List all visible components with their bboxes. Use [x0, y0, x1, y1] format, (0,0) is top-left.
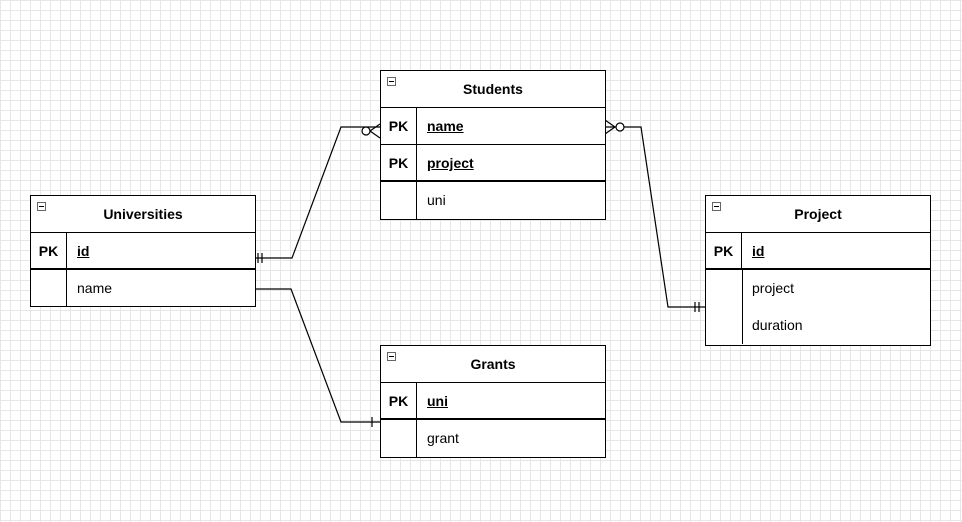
- field-name: project: [752, 280, 795, 296]
- table-row[interactable]: duration: [706, 307, 930, 344]
- entity-title: Grants: [470, 356, 516, 372]
- entity-universities[interactable]: Universities PK id name: [30, 195, 256, 307]
- field-name: name: [77, 280, 113, 296]
- entity-students[interactable]: Students PK name PK project uni: [380, 70, 606, 220]
- table-row[interactable]: grant: [381, 420, 605, 457]
- entity-header[interactable]: Students: [381, 71, 605, 108]
- table-row[interactable]: uni: [381, 182, 605, 219]
- pk-label: PK: [381, 383, 417, 418]
- pk-label: PK: [381, 145, 417, 180]
- collapse-minus-icon[interactable]: [712, 202, 721, 211]
- zero-mark: [615, 122, 625, 132]
- field-name: uni: [427, 192, 446, 208]
- table-row[interactable]: PK project: [381, 145, 605, 182]
- crowfoot-mark: [604, 126, 616, 135]
- table-row[interactable]: PK id: [31, 233, 255, 270]
- pk-label: [381, 182, 417, 219]
- entity-grants[interactable]: Grants PK uni grant: [380, 345, 606, 458]
- column-divider: [742, 270, 743, 344]
- crowfoot-mark: [369, 130, 381, 139]
- connector-universities-students[interactable]: [255, 123, 381, 263]
- pk-label: PK: [31, 233, 67, 268]
- entity-title: Universities: [103, 206, 183, 222]
- entity-project[interactable]: Project PK id project duration: [705, 195, 931, 346]
- entity-title: Students: [463, 81, 523, 97]
- entity-header[interactable]: Project: [706, 196, 930, 233]
- pk-label: PK: [381, 108, 417, 144]
- collapse-minus-icon[interactable]: [387, 352, 396, 361]
- pk-label: [381, 420, 417, 457]
- crowfoot-mark: [369, 123, 381, 132]
- field-name: id: [752, 243, 765, 259]
- zero-mark: [361, 126, 371, 136]
- pk-label: [31, 270, 67, 307]
- connector-universities-grants[interactable]: [255, 288, 380, 427]
- pk-label: PK: [706, 233, 742, 268]
- entity-header[interactable]: Grants: [381, 346, 605, 383]
- crowfoot-mark: [604, 119, 616, 128]
- field-name: duration: [752, 317, 803, 333]
- entity-title: Project: [794, 206, 842, 222]
- table-row[interactable]: PK name: [381, 108, 605, 145]
- entity-header[interactable]: Universities: [31, 196, 255, 233]
- collapse-minus-icon[interactable]: [37, 202, 46, 211]
- collapse-minus-icon[interactable]: [387, 77, 396, 86]
- field-name: id: [77, 243, 90, 259]
- table-row[interactable]: name: [31, 270, 255, 307]
- table-row[interactable]: project: [706, 270, 930, 307]
- field-name: uni: [427, 393, 448, 409]
- field-name: name: [427, 118, 464, 134]
- table-row[interactable]: PK id: [706, 233, 930, 270]
- table-row[interactable]: PK uni: [381, 383, 605, 420]
- connector-project-students[interactable]: [604, 119, 705, 312]
- field-name: project: [427, 155, 474, 171]
- field-name: grant: [427, 430, 459, 446]
- field-group: project duration: [706, 270, 930, 344]
